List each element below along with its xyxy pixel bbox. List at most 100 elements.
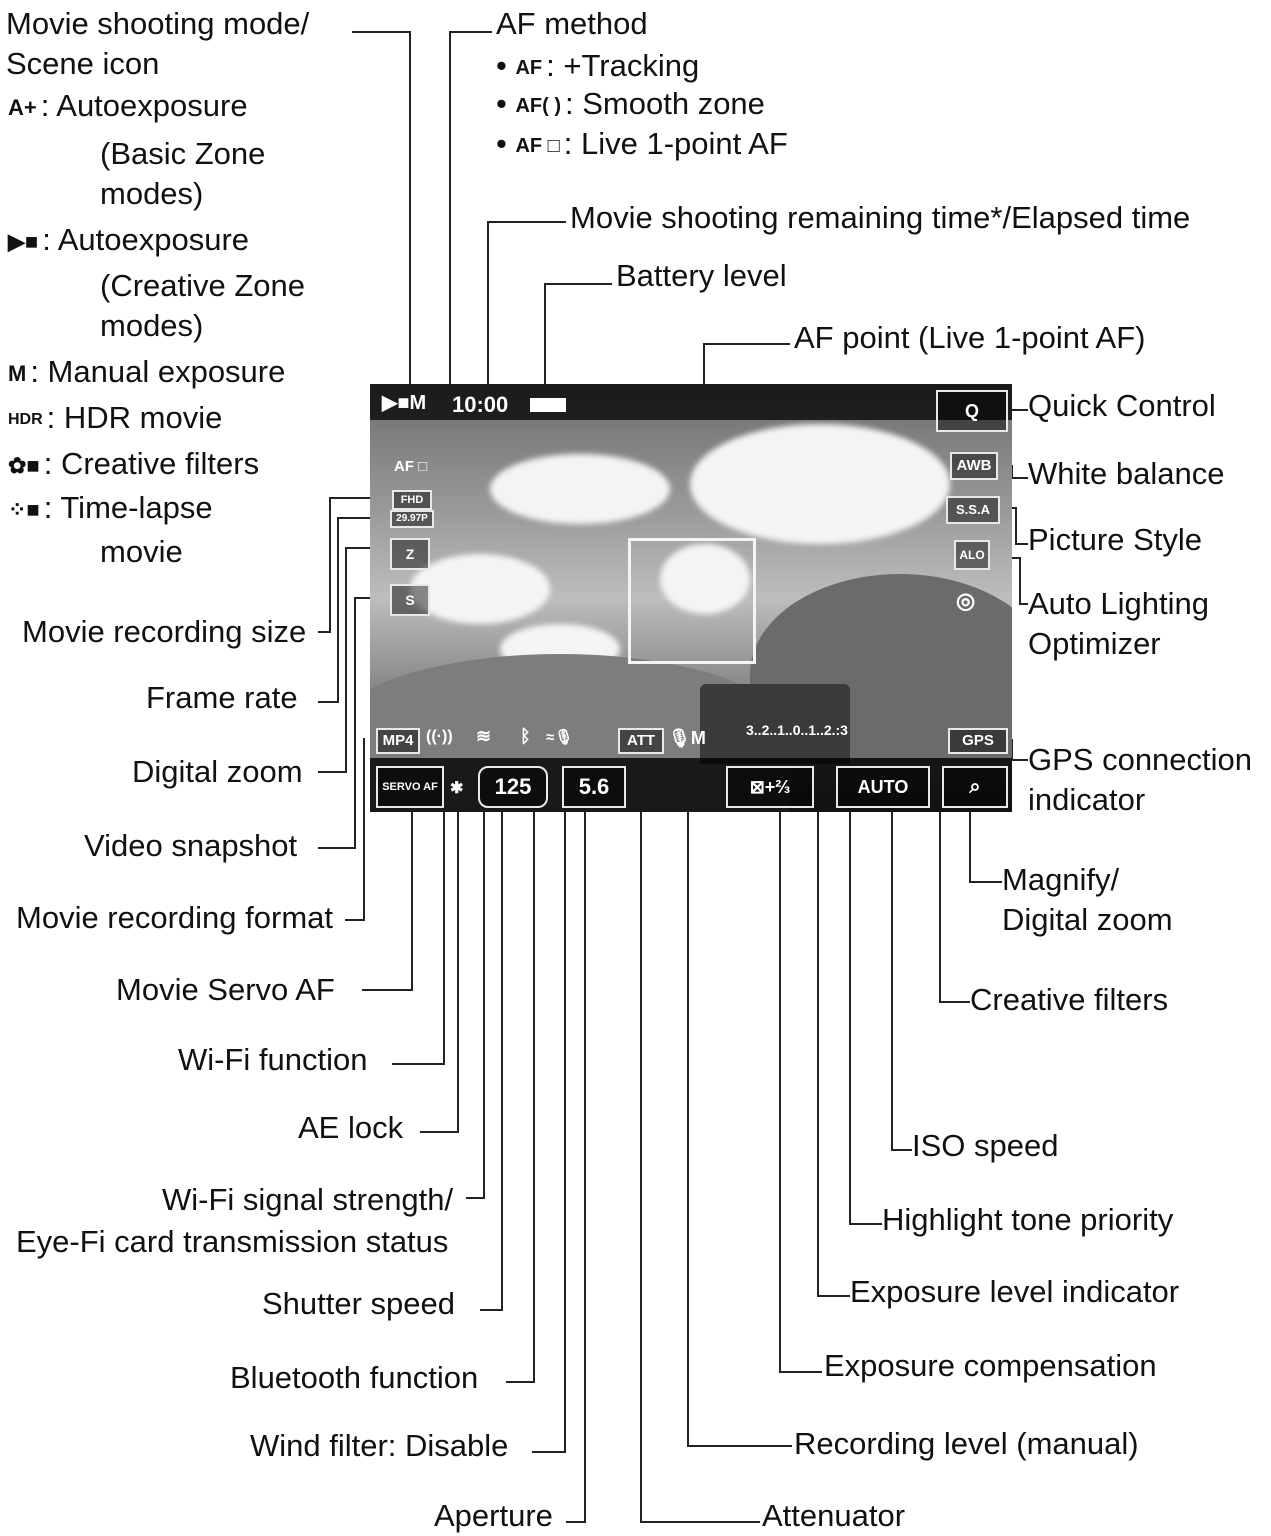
shutter-speed-value[interactable]: 125 xyxy=(478,766,548,808)
label-frame-rate: Frame rate xyxy=(146,680,298,715)
label-white-balance: White balance xyxy=(1028,456,1225,491)
movie-manual-icon: M xyxy=(8,360,27,386)
time-readout: 10:00 xyxy=(452,392,509,417)
label-wind-filter: Wind filter: Disable xyxy=(250,1428,509,1463)
leader-mode xyxy=(352,31,411,390)
label-gps: GPS connection indicator xyxy=(1028,742,1253,817)
label-wifi-signal: Wi-Fi signal strength/ xyxy=(162,1182,454,1217)
label-wifi-function: Wi-Fi function xyxy=(178,1042,368,1077)
leader-format xyxy=(345,738,365,921)
creative-filter-icon: ◎ xyxy=(956,588,976,613)
label-quick-control: Quick Control xyxy=(1028,388,1216,423)
label-digital-zoom: Digital zoom xyxy=(132,754,303,789)
label-basic-sub: (Basic Zone modes) xyxy=(100,136,266,211)
iso-value[interactable]: AUTO xyxy=(836,766,930,808)
label-battery-level: Battery level xyxy=(616,258,787,293)
exposure-comp-value[interactable]: ⊠+⅔ xyxy=(726,766,814,808)
leader-size xyxy=(318,497,400,633)
label-af-tracking: AF: +Tracking xyxy=(496,46,699,88)
leader-rec-level xyxy=(687,752,792,1447)
label-exposure-level: Exposure level indicator xyxy=(850,1274,1180,1309)
label-highlight-tone: Highlight tone priority xyxy=(882,1202,1174,1237)
label-shutter-speed: Shutter speed xyxy=(262,1286,456,1321)
label-auto-lighting: Auto Lighting Optimizer xyxy=(1028,586,1209,661)
leader-wifi xyxy=(392,738,445,1065)
leader-wind xyxy=(532,745,566,1453)
leader-time xyxy=(487,221,566,390)
screen-top-bar xyxy=(370,384,1012,420)
label-mode-manual: M: Manual exposure xyxy=(8,352,285,394)
label-eyefi: Eye-Fi card transmission status xyxy=(16,1224,449,1259)
label-magnify: Magnify/ Digital zoom xyxy=(1002,862,1173,937)
label-attenuator: Attenuator xyxy=(762,1498,906,1533)
label-mode-creative-filters: ✿■: Creative filters xyxy=(8,444,259,486)
movie-camera-icon: ▶■ xyxy=(8,228,39,254)
wifi-signal-icon: ≋ xyxy=(476,726,492,746)
quick-control-button[interactable]: Q xyxy=(936,390,1008,432)
af-live-point-icon: AF □ xyxy=(515,134,560,157)
label-af-smooth: AF( ): Smooth zone xyxy=(496,84,764,126)
af-point-frame xyxy=(628,538,756,664)
label-aperture: Aperture xyxy=(434,1498,553,1533)
camera-live-view-screen: ▶■M 10:00 Q AF □ AWB S.S.A ALO ◎ FHD 29.… xyxy=(370,384,1012,812)
label-remaining-time: Movie shooting remaining time*/Elapsed t… xyxy=(570,200,1191,235)
af-smooth-zone-icon: AF( ) xyxy=(515,94,562,117)
ae-lock-icon: ✱ xyxy=(450,780,464,797)
video-snapshot-icon: S xyxy=(390,584,430,616)
leader-iso xyxy=(891,790,912,1151)
auto-lighting-icon[interactable]: ALO xyxy=(954,540,990,570)
label-mode-autoexp-creative: ▶■: Autoexposure xyxy=(8,220,249,262)
label-mode-title: Movie shooting mode/ Scene icon xyxy=(6,6,310,81)
label-creative-filters: Creative filters xyxy=(970,982,1169,1017)
label-creative-sub: (Creative Zone modes) xyxy=(100,268,306,343)
leader-af-method xyxy=(449,31,492,464)
movie-servo-af-icon[interactable]: SERVO AF xyxy=(376,766,444,808)
label-mode-autoexp-basic: A+: Autoexposure xyxy=(8,86,248,128)
picture-style-icon[interactable]: S.S.A xyxy=(946,496,1000,524)
digital-zoom-icon: Z xyxy=(390,538,430,570)
magnify-icon: ⌕ xyxy=(969,776,981,798)
movie-format-icon: MP4 xyxy=(376,728,420,754)
label-mode-timelapse: ⁘■: Time-lapse xyxy=(8,488,213,530)
leader-digital-zoom xyxy=(318,547,392,773)
label-mode-hdr: HDR: HDR movie xyxy=(8,398,222,440)
label-movie-recording-size: Movie recording size xyxy=(22,614,307,649)
creative-filter-movie-icon: ✿■ xyxy=(8,452,40,478)
label-ae-lock: AE lock xyxy=(298,1110,404,1145)
label-iso-speed: ISO speed xyxy=(912,1128,1059,1163)
movie-size-icon: FHD xyxy=(392,490,432,510)
exposure-level-scale: 3..2..1..0..1..2.:3 xyxy=(746,722,848,738)
hdr-movie-icon: HDR xyxy=(8,410,43,428)
label-video-snapshot: Video snapshot xyxy=(84,828,298,863)
leader-exp-comp xyxy=(779,790,822,1373)
leader-battery xyxy=(544,283,612,398)
leader-magnify xyxy=(969,800,1002,883)
label-af-method: AF method xyxy=(496,6,648,41)
recording-level-icon: 🎙M xyxy=(668,728,706,748)
leader-servo xyxy=(362,810,413,991)
label-movie-recording-format: Movie recording format xyxy=(16,900,334,935)
label-exposure-comp: Exposure compensation xyxy=(824,1348,1157,1383)
aperture-value[interactable]: 5.6 xyxy=(562,766,626,808)
timelapse-movie-icon: ⁘■ xyxy=(8,496,40,522)
leader-highlight xyxy=(849,790,882,1225)
leader-exp-level xyxy=(817,752,850,1297)
wifi-function-icon: ((·)) xyxy=(426,728,453,745)
magnify-button[interactable]: ⌕ xyxy=(942,766,1008,808)
white-balance-icon[interactable]: AWB xyxy=(950,452,998,480)
label-af-point: AF point (Live 1-point AF) xyxy=(794,320,1146,355)
leader-shutter xyxy=(480,790,503,1311)
label-movie-servo-af: Movie Servo AF xyxy=(116,972,335,1007)
battery-icon xyxy=(530,398,566,412)
label-picture-style: Picture Style xyxy=(1028,522,1203,557)
af-face-tracking-icon: AF xyxy=(515,56,543,79)
leader-bluetooth xyxy=(506,745,535,1383)
leader-framerate xyxy=(318,517,400,703)
wind-filter-icon: ≈🎙 xyxy=(546,729,574,746)
attenuator-icon: ATT xyxy=(618,728,664,754)
label-recording-level: Recording level (manual) xyxy=(794,1426,1139,1461)
leader-ae-lock xyxy=(420,795,459,1133)
gps-indicator: GPS xyxy=(948,728,1008,754)
leader-attenuator xyxy=(640,752,760,1523)
bluetooth-icon: ᛒ xyxy=(520,726,531,746)
